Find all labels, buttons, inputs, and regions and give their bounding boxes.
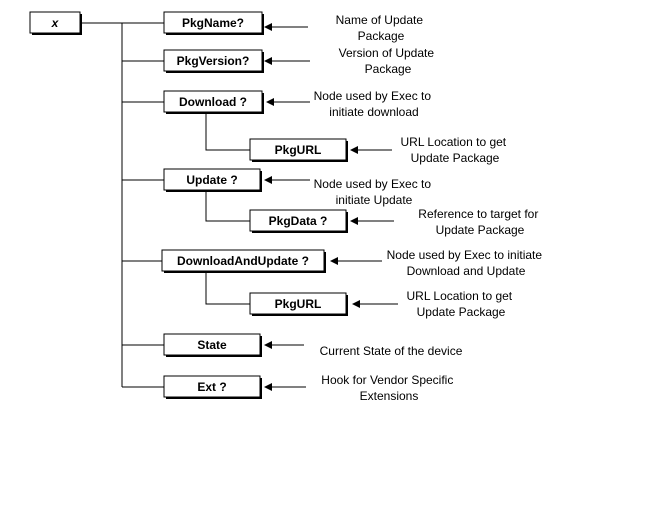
description-line: Reference to target for: [418, 207, 538, 221]
description-line: Download and Update: [407, 264, 526, 278]
sub-branch-downloadandupdate-pkgurl: [205, 271, 250, 305]
node-descriptions: Name of Update Package Version of Update…: [314, 13, 546, 403]
description-line: Name of Update: [336, 13, 424, 27]
description-line: Hook for Vendor Specific: [321, 373, 453, 387]
description-ext: Hook for Vendor Specific Extensions: [321, 373, 456, 403]
description-line: Current State of the device: [320, 344, 463, 358]
description-update-pkgdata: Reference to target for Update Package: [418, 207, 541, 237]
node-label: Ext ?: [197, 380, 226, 394]
node-download: Download ?: [163, 90, 264, 114]
node-pkgversion: PkgVersion?: [163, 49, 264, 73]
node-label: PkgVersion?: [177, 54, 250, 68]
description-line: Package: [358, 29, 405, 43]
sub-branch-update-pkgdata: [205, 190, 250, 222]
description-line: Extensions: [360, 389, 419, 403]
description-downloadandupdate: Node used by Exec to initiate Download a…: [387, 248, 546, 278]
node-label: PkgData ?: [269, 214, 328, 228]
node-downloadandupdate-pkgurl: PkgURL: [249, 292, 348, 316]
description-download: Node used by Exec to initiate download: [314, 89, 435, 119]
arrow-downloadandupdate: [330, 257, 382, 265]
description-line: URL Location to get: [407, 289, 513, 303]
root-node: x: [29, 11, 82, 35]
annotation-arrows: [264, 23, 398, 391]
arrow-downloadandupdate-pkgurl: [352, 300, 398, 308]
description-line: initiate download: [329, 105, 418, 119]
node-label: PkgURL: [275, 143, 322, 157]
node-ext: Ext ?: [163, 375, 262, 399]
description-state: Current State of the device: [320, 344, 463, 358]
description-download-pkgurl: URL Location to get Update Package: [401, 135, 510, 165]
description-line: Update Package: [436, 223, 525, 237]
description-line: Update Package: [411, 151, 500, 165]
arrow-pkgversion: [264, 57, 310, 65]
node-label: State: [197, 338, 227, 352]
arrow-download: [266, 98, 310, 106]
description-pkgname: Name of Update Package: [336, 13, 427, 43]
node-label: PkgURL: [275, 297, 322, 311]
arrow-download-pkgurl: [350, 146, 392, 154]
arrow-state: [264, 341, 304, 349]
node-update: Update ?: [163, 168, 262, 192]
description-line: Update Package: [417, 305, 506, 319]
description-line: URL Location to get: [401, 135, 507, 149]
description-downloadandupdate-pkgurl: URL Location to get Update Package: [407, 289, 516, 319]
description-update: Node used by Exec to initiate Update: [314, 177, 435, 207]
node-label: DownloadAndUpdate ?: [177, 254, 309, 268]
node-label: Download ?: [179, 95, 247, 109]
node-label: Update ?: [186, 173, 237, 187]
arrow-ext: [264, 383, 306, 391]
node-update-pkgdata: PkgData ?: [249, 209, 348, 233]
description-line: Node used by Exec to initiate: [387, 248, 543, 262]
node-downloadandupdate: DownloadAndUpdate ?: [161, 249, 326, 273]
arrow-update: [264, 176, 310, 184]
description-pkgversion: Version of Update Package: [339, 46, 438, 76]
description-line: Node used by Exec to: [314, 89, 432, 103]
tree-connectors: [80, 22, 250, 388]
description-line: Node used by Exec to: [314, 177, 432, 191]
arrow-pkgname: [264, 23, 308, 31]
description-line: Version of Update: [339, 46, 435, 60]
node-pkgname: PkgName?: [163, 11, 264, 35]
description-line: initiate Update: [336, 193, 413, 207]
arrow-update-pkgdata: [350, 217, 394, 225]
sub-branch-download-pkgurl: [205, 112, 250, 151]
node-state: State: [163, 333, 262, 357]
node-label: PkgName?: [182, 16, 244, 30]
node-download-pkgurl: PkgURL: [249, 138, 348, 162]
description-line: Package: [365, 62, 412, 76]
root-node-label: x: [51, 16, 60, 30]
